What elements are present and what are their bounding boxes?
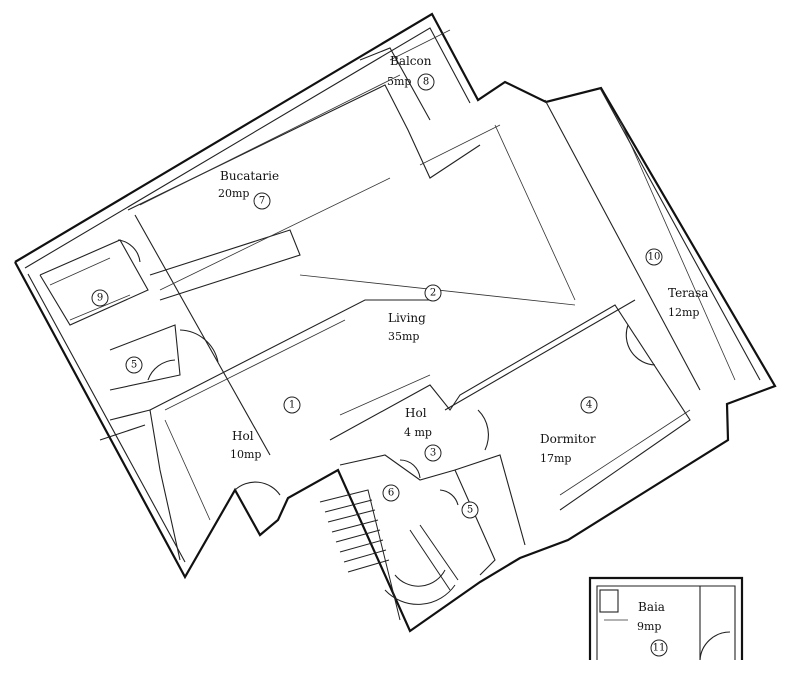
room-number: 11: [653, 643, 666, 654]
room-area: 17mp: [540, 452, 571, 465]
room-hol-main: 1 Hol 10mp: [230, 396, 301, 461]
room-number: 4: [586, 400, 592, 411]
room-hol-small: Hol 4 mp 3: [404, 406, 442, 462]
room-number: 1: [289, 400, 295, 411]
room-area: 20mp: [218, 187, 249, 200]
baia-inset: Baia 9mp 11: [588, 576, 744, 661]
room-area: 35mp: [388, 330, 419, 343]
room-name: Dormitor: [540, 432, 596, 446]
dimension-lines: [49, 29, 736, 521]
room-area: 5mp: [387, 75, 411, 88]
room-area: 10mp: [230, 448, 261, 461]
room-number-marker: [253, 192, 271, 210]
room-area: 12mp: [668, 306, 699, 319]
room-number-marker: [645, 248, 663, 266]
room-number-marker: [424, 284, 442, 302]
room-name: Terasa: [668, 286, 708, 300]
outer-walls: [14, 12, 777, 633]
room-name: Hol: [405, 406, 427, 420]
room-name: Bucatarie: [220, 169, 279, 183]
room-number: 5: [467, 505, 473, 516]
room-number: 2: [430, 288, 436, 299]
room-number: 7: [259, 196, 265, 207]
room-closet: 9: [91, 289, 109, 307]
room-stair: 6: [382, 484, 400, 502]
room-number-marker: [382, 484, 400, 502]
room-area: 9mp: [637, 620, 661, 633]
room-number-marker: [125, 356, 143, 374]
room-number-marker: [424, 444, 442, 462]
room-living: 2 Living 35mp: [388, 284, 442, 343]
staircase: [319, 489, 459, 621]
room-name: Hol: [232, 429, 254, 443]
room-small-5: 5: [125, 356, 143, 374]
room-number: 6: [388, 488, 394, 499]
room-number: 10: [648, 252, 661, 263]
room-number-marker: [417, 73, 435, 91]
room-dormitor: 4 Dormitor 17mp: [540, 396, 598, 465]
room-number: 9: [97, 293, 103, 304]
room-number-marker: [461, 501, 479, 519]
room-number-marker: [283, 396, 301, 414]
room-number-marker: [580, 396, 598, 414]
room-balcon: Balcon 5mp 8: [387, 54, 435, 91]
doors: [117, 239, 656, 506]
room-number: 5: [131, 360, 137, 371]
room-wc: 5: [461, 501, 479, 519]
room-number: 3: [430, 448, 436, 459]
room-name: Baia: [638, 600, 665, 614]
room-area: 4 mp: [404, 426, 432, 439]
room-number-marker: [91, 289, 109, 307]
room-number: 8: [423, 77, 429, 88]
room-number-marker: [650, 639, 668, 657]
room-name: Balcon: [390, 54, 432, 68]
room-terasa: 10 Terasa 12mp: [645, 248, 708, 319]
room-bucatarie: Bucatarie 20mp 7: [218, 169, 279, 210]
room-name: Living: [388, 311, 426, 325]
